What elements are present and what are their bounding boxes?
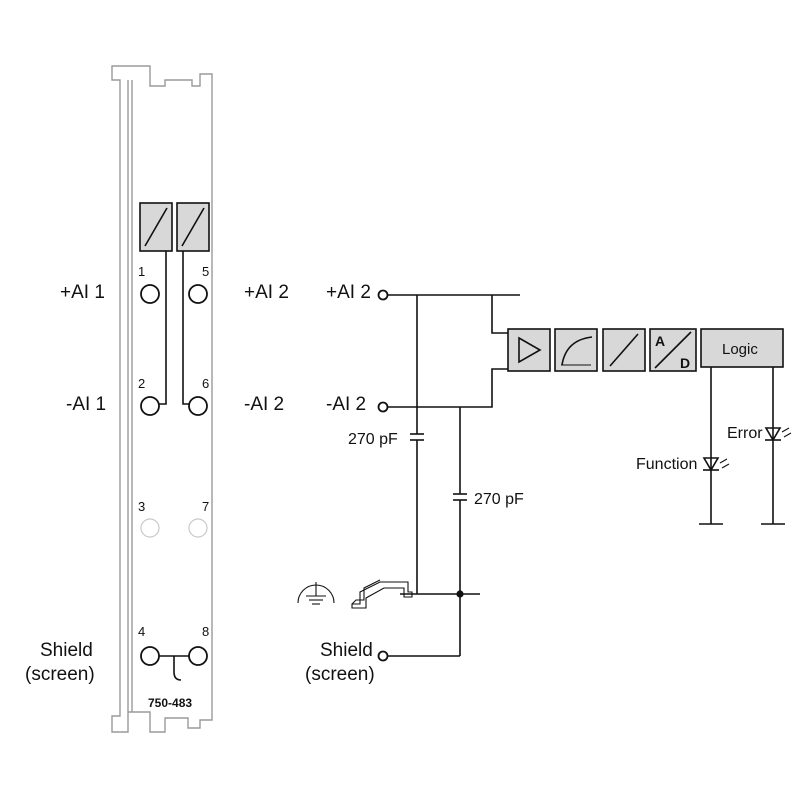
schematic-terminal-ai2-pos bbox=[377, 289, 389, 301]
din-rail-icon bbox=[351, 579, 413, 609]
label-screen-module: (screen) bbox=[25, 664, 95, 685]
schematic-terminal-shield bbox=[377, 650, 389, 662]
internal-wire-left bbox=[159, 251, 167, 405]
cap2-label: 270 pF bbox=[474, 491, 524, 508]
schematic: +AI 2 -AI 2 Shield (screen) 270 pF 270 p… bbox=[297, 282, 792, 685]
filter-block bbox=[554, 328, 598, 372]
schematic-label-shield: Shield bbox=[320, 640, 373, 661]
terminal-number-7: 7 bbox=[202, 499, 209, 514]
schematic-label-screen: (screen) bbox=[305, 664, 375, 685]
label-ai2-neg-module: -AI 2 bbox=[244, 394, 284, 415]
protective-earth-icon bbox=[297, 582, 335, 605]
function-led-icon bbox=[702, 457, 730, 472]
logic-label: Logic bbox=[722, 341, 758, 358]
terminal-7 bbox=[188, 518, 208, 538]
part-number: 750-483 bbox=[148, 696, 192, 710]
clamp-box-5 bbox=[176, 202, 210, 252]
label-shield-module: Shield bbox=[40, 640, 93, 661]
terminal-2 bbox=[140, 396, 160, 416]
internal-wire-right bbox=[182, 251, 189, 405]
filter-curve-icon bbox=[561, 336, 593, 366]
shield-bridge bbox=[159, 655, 189, 681]
clamp-box-1 bbox=[139, 202, 173, 252]
ground-junction bbox=[456, 590, 464, 598]
terminal-number-3: 3 bbox=[138, 499, 145, 514]
module-housing: 1 2 3 4 5 6 7 8 750-483 bbox=[111, 65, 213, 733]
terminal-number-6: 6 bbox=[202, 376, 209, 391]
terminal-number-8: 8 bbox=[202, 624, 209, 639]
terminal-number-4: 4 bbox=[138, 624, 145, 639]
terminal-number-1: 1 bbox=[138, 264, 145, 279]
terminal-3 bbox=[140, 518, 160, 538]
amplifier-block bbox=[507, 328, 551, 372]
label-ai1-pos: +AI 1 bbox=[60, 282, 105, 303]
terminal-1 bbox=[140, 284, 160, 304]
error-label: Error bbox=[727, 425, 763, 442]
logic-block: Logic bbox=[700, 328, 784, 368]
error-led-icon bbox=[764, 427, 792, 442]
cap1-label: 270 pF bbox=[348, 431, 398, 448]
isolation-block bbox=[602, 328, 646, 372]
amplifier-triangle-icon bbox=[518, 336, 542, 364]
adc-block: A D bbox=[649, 328, 697, 372]
terminal-5 bbox=[188, 284, 208, 304]
terminal-8 bbox=[188, 646, 208, 666]
schematic-terminal-ai2-neg bbox=[377, 401, 389, 413]
terminal-6 bbox=[188, 396, 208, 416]
adc-label-a: A bbox=[655, 333, 665, 349]
function-label: Function bbox=[636, 456, 697, 473]
adc-label-d: D bbox=[680, 355, 690, 371]
label-ai2-pos-module: +AI 2 bbox=[244, 282, 289, 303]
label-ai1-neg: -AI 1 bbox=[66, 394, 106, 415]
wire-ai2-neg bbox=[388, 368, 508, 408]
module-outline bbox=[111, 65, 213, 733]
terminal-number-5: 5 bbox=[202, 264, 209, 279]
schematic-label-ai2-pos: +AI 2 bbox=[326, 282, 371, 303]
isolation-slash-icon bbox=[609, 333, 639, 367]
schematic-label-ai2-neg: -AI 2 bbox=[326, 394, 366, 415]
terminal-number-2: 2 bbox=[138, 376, 145, 391]
terminal-4 bbox=[140, 646, 160, 666]
wire-ai2-pos-to-amp bbox=[491, 295, 508, 334]
